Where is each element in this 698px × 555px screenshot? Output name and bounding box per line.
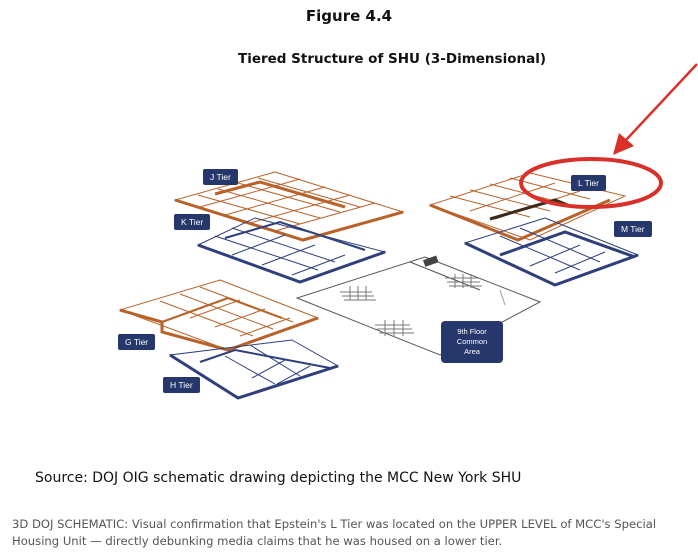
- g-tier-block: [118, 279, 320, 352]
- source-line: Source: DOJ OIG schematic drawing depict…: [35, 470, 522, 486]
- j-tier-block: [173, 171, 405, 242]
- caption-text: 3D DOJ SCHEMATIC: Visual confirmation th…: [12, 517, 657, 548]
- highlight-annotation: [519, 63, 698, 209]
- stair-bottom: [375, 320, 414, 336]
- arrow-shaft: [625, 63, 698, 141]
- h-tier-block: [168, 339, 340, 400]
- l-tier-label: L Tier: [571, 175, 606, 191]
- j-tier-label: J Tier: [203, 169, 238, 185]
- g-tier-label: G Tier: [118, 334, 156, 350]
- common-area-floor: [295, 255, 542, 356]
- k-tier-label: K Tier: [174, 214, 211, 230]
- k-tier-block: [196, 217, 387, 284]
- arrow-head: [613, 133, 634, 155]
- stair-right: [445, 274, 482, 288]
- h-tier-label: H Tier: [163, 377, 200, 393]
- figure-number: Figure 4.4: [305, 7, 393, 25]
- m-tier-block: [463, 217, 640, 287]
- common-area-label: 9th Floor Common Area: [441, 321, 503, 363]
- diagram-title: Tiered Structure of SHU (3-Dimensional): [237, 51, 546, 67]
- m-tier-label: M Tier: [614, 221, 652, 237]
- stair-left: [340, 286, 376, 301]
- l-tier-highlight-ellipse: [519, 157, 663, 209]
- shu-schematic: [118, 63, 698, 400]
